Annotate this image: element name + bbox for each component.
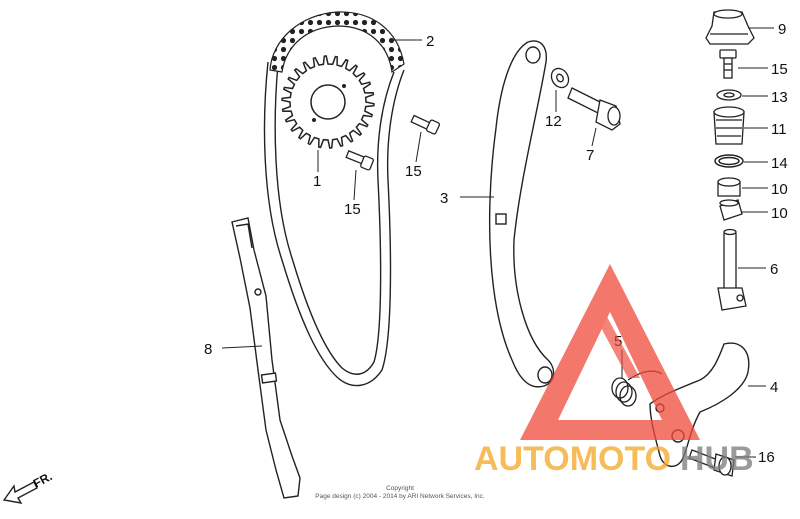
callout-15-upper: 15: [405, 163, 422, 180]
collar-10-upper: [717, 177, 741, 197]
front-direction-indicator: FR.: [2, 469, 54, 504]
callout-2: 2: [426, 33, 434, 50]
washer-12: [550, 67, 570, 89]
leader-lines: [221, 27, 774, 458]
tensioner-body-11: [713, 106, 745, 145]
front-arrow-icon: [2, 481, 38, 504]
cam-chain: [263, 61, 405, 387]
washer-13: [716, 89, 742, 101]
collar-10-lower: [719, 199, 743, 221]
pivot-bolt-7: [567, 87, 621, 131]
callout-10-upper: 10: [771, 181, 788, 198]
callout-7: 7: [586, 147, 594, 164]
automotohub-watermark: AUTOMOTO HUB: [474, 264, 754, 478]
callout-8: 8: [204, 341, 212, 358]
bolt-15-upper: [410, 114, 441, 135]
watermark-text-gray: HUB: [680, 440, 754, 478]
callout-3: 3: [440, 190, 448, 207]
pushrod-6: [717, 228, 747, 311]
copyright-title: Copyright: [386, 485, 414, 492]
copyright-notice: Page design (c) 2004 - 2014 by ARI Netwo…: [315, 493, 485, 500]
callout-10-lower: 10: [771, 205, 788, 222]
chain-guide-8: [231, 217, 301, 499]
callout-6: 6: [770, 261, 778, 278]
callout-12: 12: [545, 113, 562, 130]
bolt-16: [688, 449, 735, 477]
callout-15-lower: 15: [344, 201, 361, 218]
watermark-logo-icon: [520, 264, 700, 440]
callout-9: 9: [778, 21, 786, 38]
part-callouts: 1 2 3 4 5 6 7 8 9 10 10 11 12 13 14 15 1…: [204, 21, 788, 466]
bolt-15-right: [719, 49, 737, 79]
sealing-cap-9: [705, 9, 755, 45]
bolt-15-lower: [345, 150, 374, 171]
callout-13: 13: [771, 89, 788, 106]
o-ring-14: [714, 154, 744, 168]
callout-14: 14: [771, 155, 788, 172]
watermark-text-orange: AUTOMOTO: [474, 440, 671, 478]
tensioner-arm-3: [488, 40, 555, 388]
cam-chain-top-links: [269, 11, 405, 74]
callout-16: 16: [758, 449, 775, 466]
cam-sprocket: [281, 55, 375, 149]
callout-1: 1: [313, 173, 321, 190]
callout-11: 11: [771, 121, 787, 138]
callout-4: 4: [770, 379, 778, 396]
callout-15-right: 15: [771, 61, 788, 78]
